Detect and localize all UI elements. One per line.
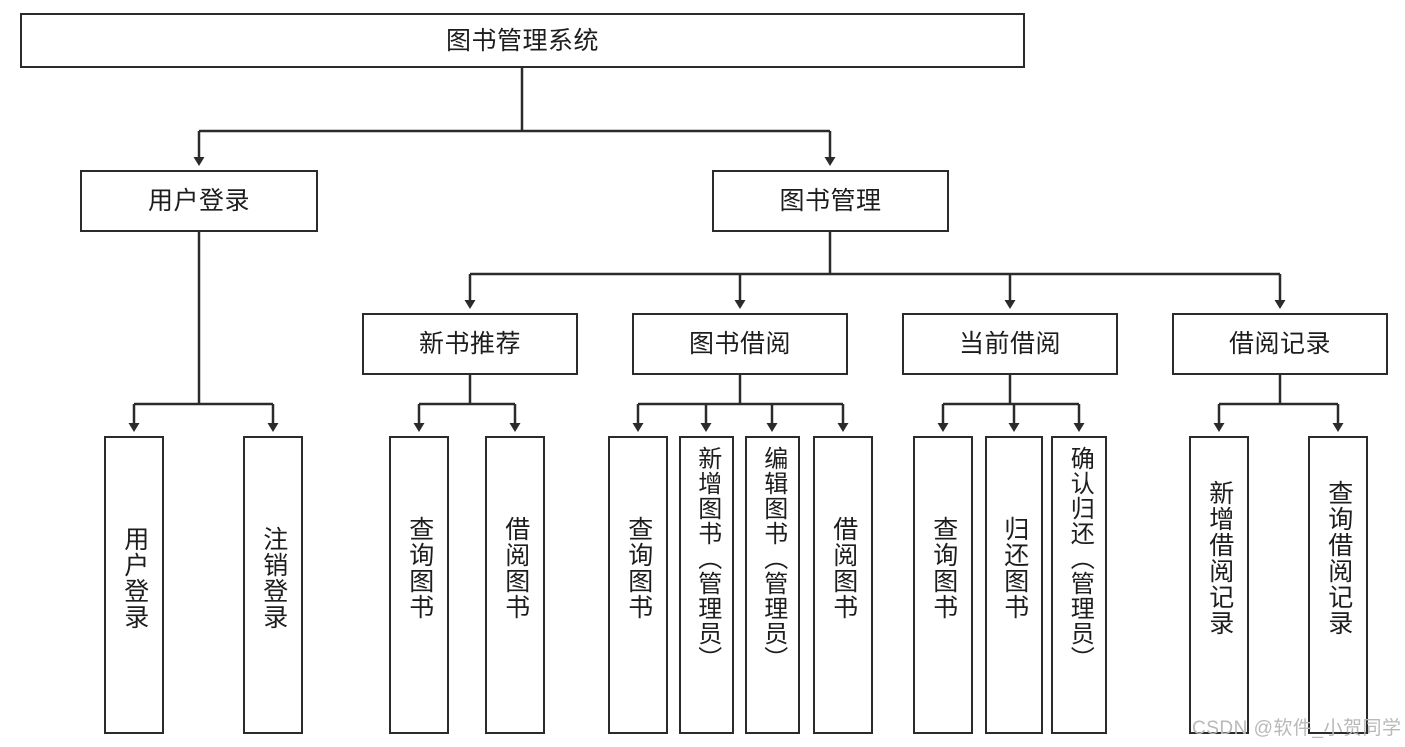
node-current-borrow-label: 当前借阅 bbox=[958, 330, 1061, 358]
node-new-book-recommend-label: 新书推荐 bbox=[418, 330, 521, 358]
node-leaf-return-book[interactable]: 归还图书 bbox=[985, 436, 1043, 734]
node-leaf-logout-login-label: 注销登录 bbox=[259, 526, 288, 630]
node-leaf-add-book-admin[interactable]: 新增图书（管理员） bbox=[679, 436, 734, 734]
node-user-login[interactable]: 用户登录 bbox=[80, 170, 318, 232]
node-leaf-confirm-return-admin-label: 确认归还（管理员） bbox=[1066, 446, 1094, 671]
node-borrow-record-label: 借阅记录 bbox=[1228, 330, 1331, 358]
node-leaf-borrow-book-rec-label: 借阅图书 bbox=[501, 516, 530, 620]
node-leaf-return-book-label: 归还图书 bbox=[1000, 516, 1029, 620]
node-leaf-add-borrow-record-label: 新增借阅记录 bbox=[1205, 480, 1234, 636]
node-leaf-query-book-rec[interactable]: 查询图书 bbox=[389, 436, 449, 734]
node-leaf-add-book-admin-label: 新增图书（管理员） bbox=[693, 446, 721, 671]
node-leaf-query-book-borrow-label: 查询图书 bbox=[624, 516, 653, 620]
node-book-management[interactable]: 图书管理 bbox=[712, 170, 949, 232]
node-new-book-recommend[interactable]: 新书推荐 bbox=[362, 313, 578, 375]
node-leaf-query-book-current[interactable]: 查询图书 bbox=[913, 436, 973, 734]
csdn-watermark: CSDN @软件_小贺同学 bbox=[1192, 718, 1402, 739]
node-book-management-label: 图书管理 bbox=[779, 187, 882, 215]
node-leaf-query-borrow-record[interactable]: 查询借阅记录 bbox=[1308, 436, 1368, 734]
node-leaf-edit-book-admin[interactable]: 编辑图书（管理员） bbox=[745, 436, 800, 734]
node-root-label: 图书管理系统 bbox=[445, 26, 599, 55]
node-leaf-borrow-book-label: 借阅图书 bbox=[829, 516, 858, 620]
node-user-login-label: 用户登录 bbox=[147, 187, 250, 215]
node-book-borrow[interactable]: 图书借阅 bbox=[632, 313, 848, 375]
node-leaf-query-book-current-label: 查询图书 bbox=[929, 516, 958, 620]
node-borrow-record[interactable]: 借阅记录 bbox=[1172, 313, 1388, 375]
node-root[interactable]: 图书管理系统 bbox=[20, 13, 1025, 68]
node-leaf-query-book-borrow[interactable]: 查询图书 bbox=[608, 436, 668, 734]
node-leaf-borrow-book[interactable]: 借阅图书 bbox=[813, 436, 873, 734]
node-leaf-query-book-rec-label: 查询图书 bbox=[405, 516, 434, 620]
node-leaf-add-borrow-record[interactable]: 新增借阅记录 bbox=[1189, 436, 1249, 734]
node-leaf-borrow-book-rec[interactable]: 借阅图书 bbox=[485, 436, 545, 734]
node-leaf-confirm-return-admin[interactable]: 确认归还（管理员） bbox=[1051, 436, 1107, 734]
node-current-borrow[interactable]: 当前借阅 bbox=[902, 313, 1118, 375]
node-leaf-logout-login[interactable]: 注销登录 bbox=[243, 436, 303, 734]
node-leaf-user-login-label: 用户登录 bbox=[120, 526, 149, 630]
node-leaf-user-login[interactable]: 用户登录 bbox=[104, 436, 164, 734]
node-book-borrow-label: 图书借阅 bbox=[688, 330, 791, 358]
node-leaf-edit-book-admin-label: 编辑图书（管理员） bbox=[759, 446, 787, 671]
node-leaf-query-borrow-record-label: 查询借阅记录 bbox=[1324, 480, 1353, 636]
